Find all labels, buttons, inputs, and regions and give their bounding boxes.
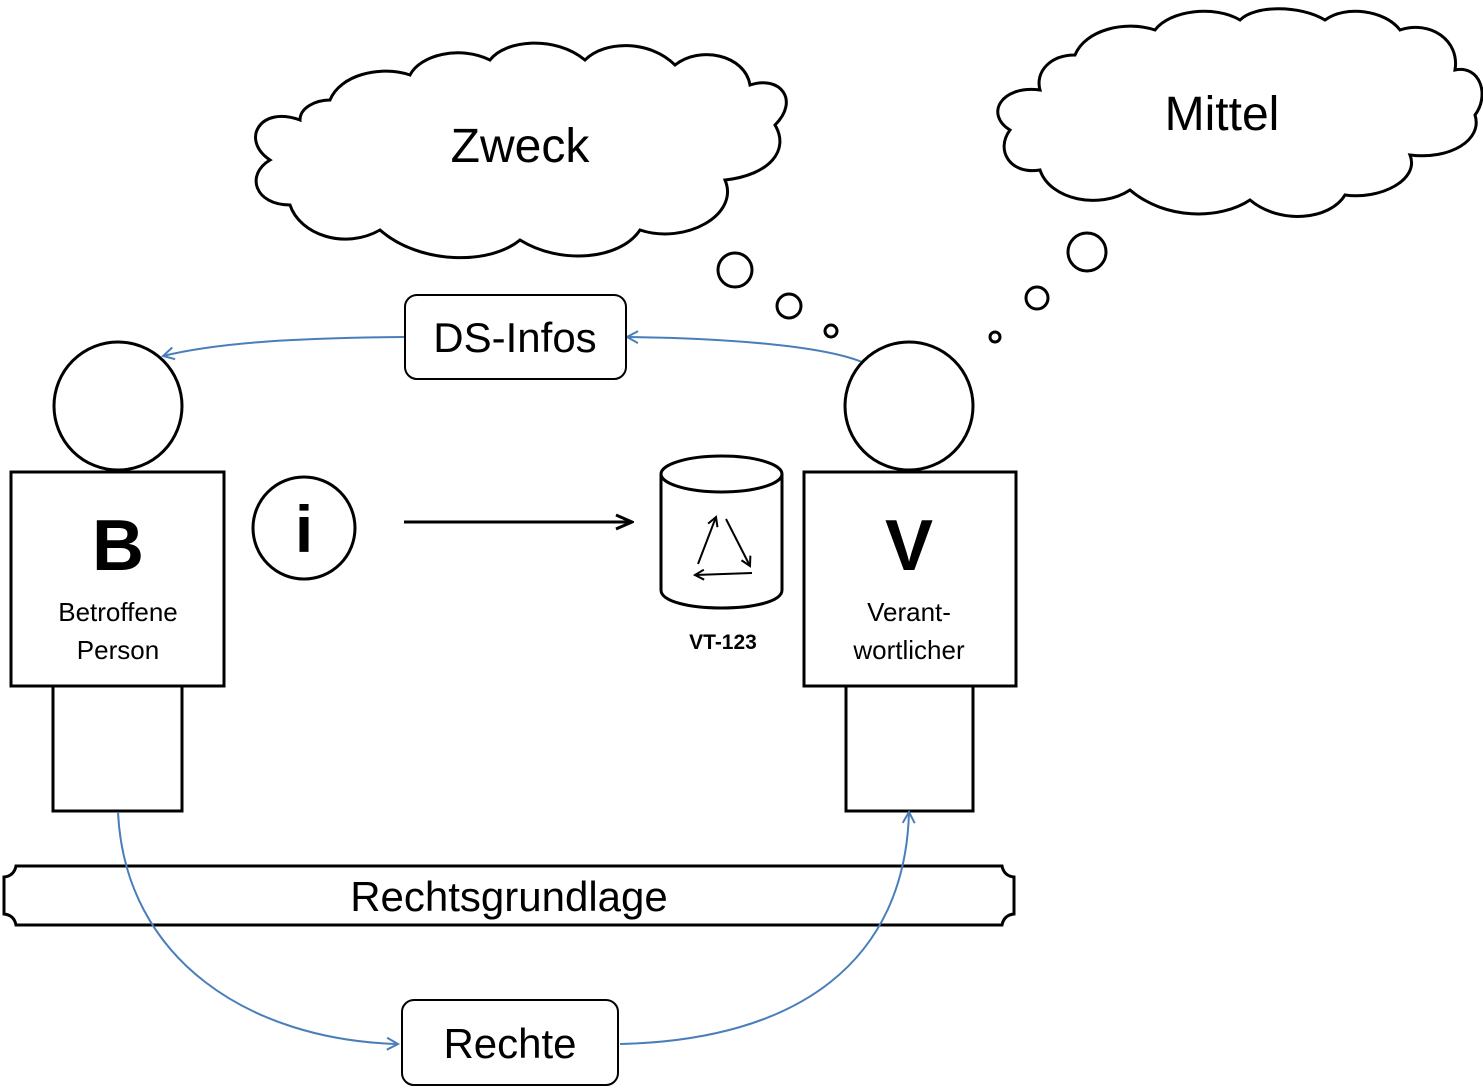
v-to-ds-infos-connector xyxy=(627,337,863,363)
zweck-label: Zweck xyxy=(451,120,591,173)
rechtsgrundlage-label: Rechtsgrundlage xyxy=(350,873,668,920)
cycle-arrows-icon xyxy=(695,517,753,575)
mittel-label: Mittel xyxy=(1165,88,1280,141)
person-v-legs xyxy=(844,684,975,813)
rechte-to-v-connector xyxy=(619,812,909,1045)
b-to-rechte-connector xyxy=(117,811,398,1044)
person-b-head xyxy=(52,340,184,472)
rechte-label: Rechte xyxy=(443,1020,576,1067)
database-label: VT-123 xyxy=(689,631,757,654)
person-v-label-line1: Verant- xyxy=(867,597,951,627)
person-v-head xyxy=(843,340,975,472)
database-icon: VT-123 xyxy=(659,454,784,654)
person-b-letter: B xyxy=(92,506,144,586)
person-b-label-line1: Betroffene xyxy=(58,597,178,627)
person-v-label-line2: wortlicher xyxy=(852,635,965,665)
ds-infos-label: DS-Infos xyxy=(433,314,596,361)
info-letter: i xyxy=(295,492,313,566)
rechtsgrundlage-banner: Rechtsgrundlage xyxy=(2,864,1016,927)
person-v-body xyxy=(802,470,1018,688)
person-b-figure: B Betroffene Person xyxy=(9,340,226,813)
zweck-thought-bubbles xyxy=(716,251,839,339)
ds-infos-to-b-connector xyxy=(163,336,406,356)
rechte-box: Rechte xyxy=(401,999,619,1086)
person-b-label-line2: Person xyxy=(77,635,159,665)
person-b-body xyxy=(9,470,226,688)
person-v-figure: V Verant- wortlicher xyxy=(802,340,1018,813)
person-b-legs xyxy=(51,684,184,813)
zweck-cloud: Zweck xyxy=(254,41,788,260)
mittel-cloud: Mittel xyxy=(996,7,1483,218)
person-v-letter: V xyxy=(885,506,933,586)
ds-infos-box: DS-Infos xyxy=(404,294,627,380)
info-icon: i xyxy=(251,475,357,581)
mittel-thought-bubbles xyxy=(988,231,1108,344)
